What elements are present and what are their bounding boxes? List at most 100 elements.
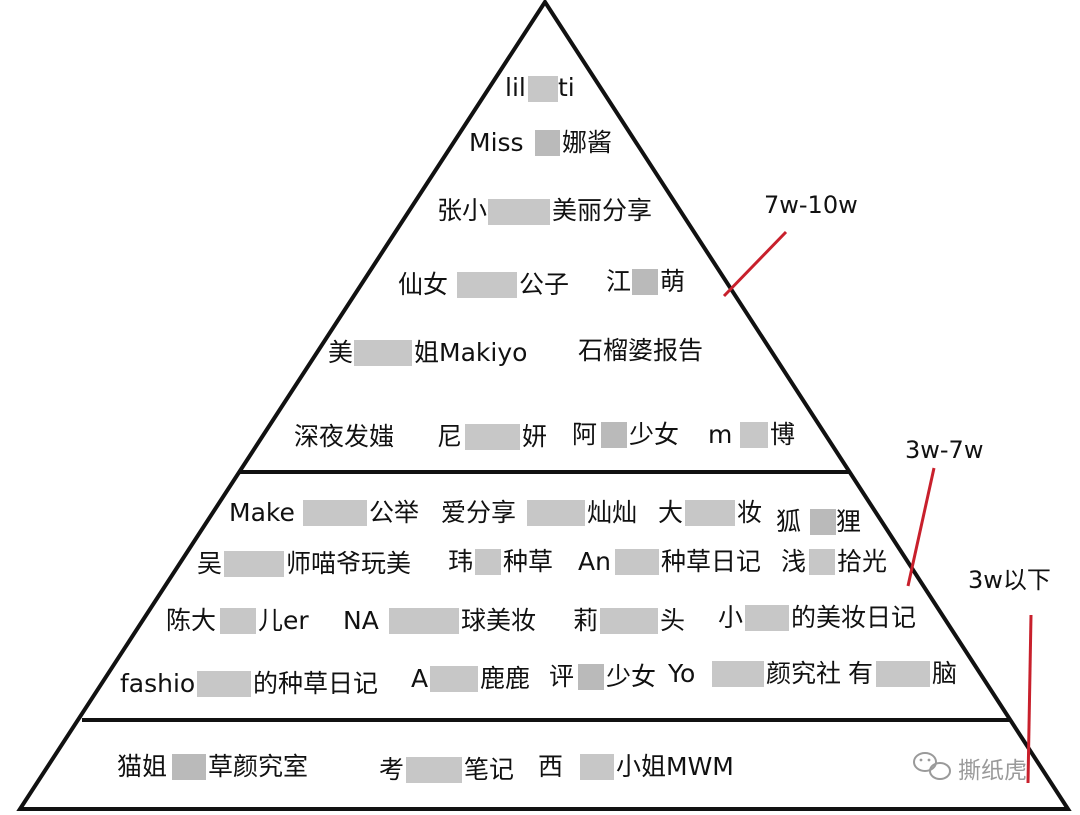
pyramid-triangle (16, 0, 1072, 811)
redaction-blur (527, 500, 585, 526)
name-fragment: 美丽分享 (552, 196, 652, 225)
name-fragment: 萌 (660, 267, 685, 296)
name-fragment: 草颜究室 (208, 752, 308, 781)
name-fragment: 公子 (519, 270, 569, 299)
name-fragment: 拾光 (837, 547, 887, 576)
name-fragment: Miss (469, 128, 524, 157)
name-fragment: 公举 (369, 498, 419, 527)
redaction-blur (389, 608, 459, 634)
name-fragment: 灿灿 (587, 498, 637, 527)
redaction-blur (632, 269, 658, 295)
redaction-blur (220, 608, 256, 634)
name-fragment: fashio (120, 669, 195, 698)
name-fragment: 深夜发媸 (294, 422, 394, 451)
tier-middle: Make 公举 爱分享 灿灿 大 妆 狐 狸 吴 师喵爷玩美 玮 种草 An 种… (120, 498, 957, 698)
range-label-bottom: 3w以下 (968, 566, 1051, 594)
name-fragment: 狐 (776, 507, 801, 536)
redaction-blur (535, 130, 560, 156)
tier-top: lil ti Miss 娜酱 张小 美丽分享 仙女 公子 江 萌 美 姐Maki… (294, 73, 795, 451)
redaction-blur (224, 551, 284, 577)
name-fragment: NA (343, 606, 379, 635)
name-fragment: 猫姐 (117, 752, 167, 781)
wechat-icon (913, 752, 951, 780)
name-fragment: m (708, 420, 732, 449)
name-fragment: 美 (328, 338, 353, 367)
name-fragment: 种草 (503, 547, 553, 576)
redaction-blur (430, 666, 478, 692)
name-fragment: 阿 (572, 420, 597, 449)
name-fragment: 大 (658, 498, 683, 527)
range-label-top: 7w-10w (764, 191, 858, 219)
name-fragment: 莉 (573, 606, 598, 635)
name-fragment: 狸 (836, 507, 861, 536)
name-fragment: 妆 (737, 498, 762, 527)
name-fragment: 考 (379, 755, 404, 784)
name-fragment: 球美妆 (461, 606, 536, 635)
name-fragment: 脑 (932, 659, 957, 688)
range-label-middle: 3w-7w (905, 436, 983, 464)
pointer-bottom-tier (1026, 614, 1033, 784)
redaction-blur (600, 608, 658, 634)
name-fragment: 有 (848, 659, 873, 688)
name-fragment: 儿er (258, 606, 309, 635)
name-fragment: 的种草日记 (253, 669, 378, 698)
name-fragment: Make (229, 498, 295, 527)
watermark: 撕纸虎 (913, 752, 1027, 784)
redaction-blur (712, 661, 764, 687)
redaction-blur (809, 549, 835, 575)
pyramid-outline (16, 0, 1072, 811)
name-fragment: 张小 (437, 196, 487, 225)
pointer-middle-tier (906, 467, 936, 587)
name-fragment: 少女 (606, 662, 656, 691)
name-fragment: An (578, 547, 611, 576)
redaction-blur (488, 199, 550, 225)
name-fragment: 江 (606, 267, 631, 296)
redaction-blur (457, 272, 517, 298)
tier-bottom: 猫姐 草颜究室 考 笔记 西 小姐MWM (117, 752, 734, 784)
name-fragment: Yo (667, 659, 695, 688)
range-pointers (722, 230, 1033, 784)
name-fragment: 颜究社 (766, 659, 841, 688)
name-fragment: 姐Makiyo (414, 338, 527, 367)
redaction-blur (465, 424, 520, 450)
redaction-blur (685, 500, 735, 526)
redaction-blur (876, 661, 930, 687)
redaction-blur (740, 422, 768, 448)
name-fragment: 鹿鹿 (480, 664, 530, 693)
name-fragment: 浅 (781, 547, 806, 576)
name-fragment: 种草日记 (661, 547, 761, 576)
pointer-top-tier (722, 230, 788, 298)
redaction-blur (601, 422, 627, 448)
redaction-blur (475, 549, 501, 575)
name-fragment: 吴 (197, 549, 222, 578)
redaction-blur (810, 509, 836, 535)
name-fragment: 评 (549, 662, 574, 691)
name-fragment: 笔记 (464, 755, 514, 784)
name-fragment: 妍 (522, 422, 547, 451)
redaction-blur (303, 500, 367, 526)
redaction-blur (197, 671, 251, 697)
name-fragment: 爱分享 (441, 498, 516, 527)
name-fragment: A (411, 664, 428, 693)
name-fragment: lil (505, 73, 526, 102)
name-fragment: 西 (538, 752, 563, 781)
name-fragment: 仙女 (398, 270, 448, 299)
name-fragment: 娜酱 (562, 128, 612, 157)
name-fragment: 石榴婆报告 (578, 336, 703, 365)
redaction-blur (172, 754, 206, 780)
redaction-blur (354, 340, 412, 366)
name-fragment: 陈大 (166, 606, 216, 635)
redaction-blur (615, 549, 659, 575)
name-fragment: 师喵爷玩美 (286, 549, 411, 578)
name-fragment: 玮 (448, 547, 473, 576)
name-fragment: 头 (660, 606, 685, 635)
redaction-blur (528, 76, 558, 102)
name-fragment: 博 (770, 420, 795, 449)
redaction-blur (580, 754, 614, 780)
redaction-blur (406, 757, 462, 783)
name-fragment: 小 (718, 603, 743, 632)
name-fragment: 小姐MWM (616, 752, 734, 781)
name-fragment: ti (558, 73, 575, 102)
redaction-blur (578, 664, 604, 690)
